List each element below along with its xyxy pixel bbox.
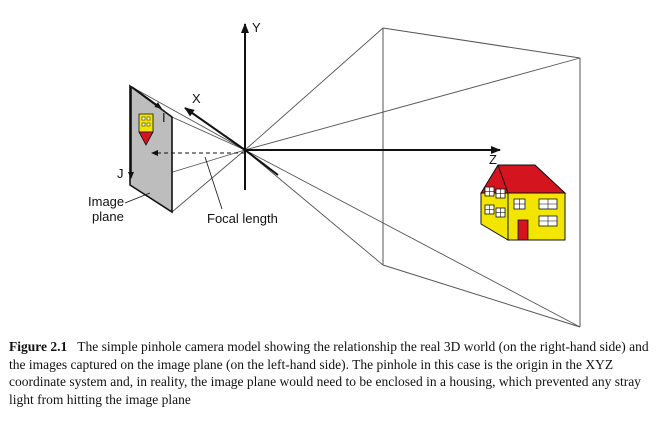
caption-text: The simple pinhole camera model showing … xyxy=(9,339,649,407)
house-door xyxy=(517,219,529,241)
image-plane-label-line1: Image xyxy=(88,194,124,209)
pinhole-camera-diagram: I J Focal length Image plane Y Z X xyxy=(88,20,581,328)
focal-length-leader xyxy=(204,156,223,210)
figure-number: Figure 2.1 xyxy=(9,339,68,354)
projection-rays xyxy=(129,27,581,328)
i-axis-arrow xyxy=(131,86,162,109)
house-3d xyxy=(480,164,567,241)
focal-length-label: Focal length xyxy=(207,211,278,226)
x-axis xyxy=(184,107,246,151)
image-plane-leader xyxy=(124,192,151,204)
world-frame xyxy=(382,27,581,328)
z-axis-label: Z xyxy=(489,152,497,167)
i-axis-label: I xyxy=(162,110,166,125)
y-axis-label: Y xyxy=(252,20,261,35)
x-axis-label: X xyxy=(192,91,201,106)
x-axis-back xyxy=(244,149,279,176)
image-plane xyxy=(129,84,173,214)
inverted-house-image xyxy=(138,113,154,146)
j-axis-label: J xyxy=(117,166,124,181)
image-plane-label-line2: plane xyxy=(92,209,124,224)
